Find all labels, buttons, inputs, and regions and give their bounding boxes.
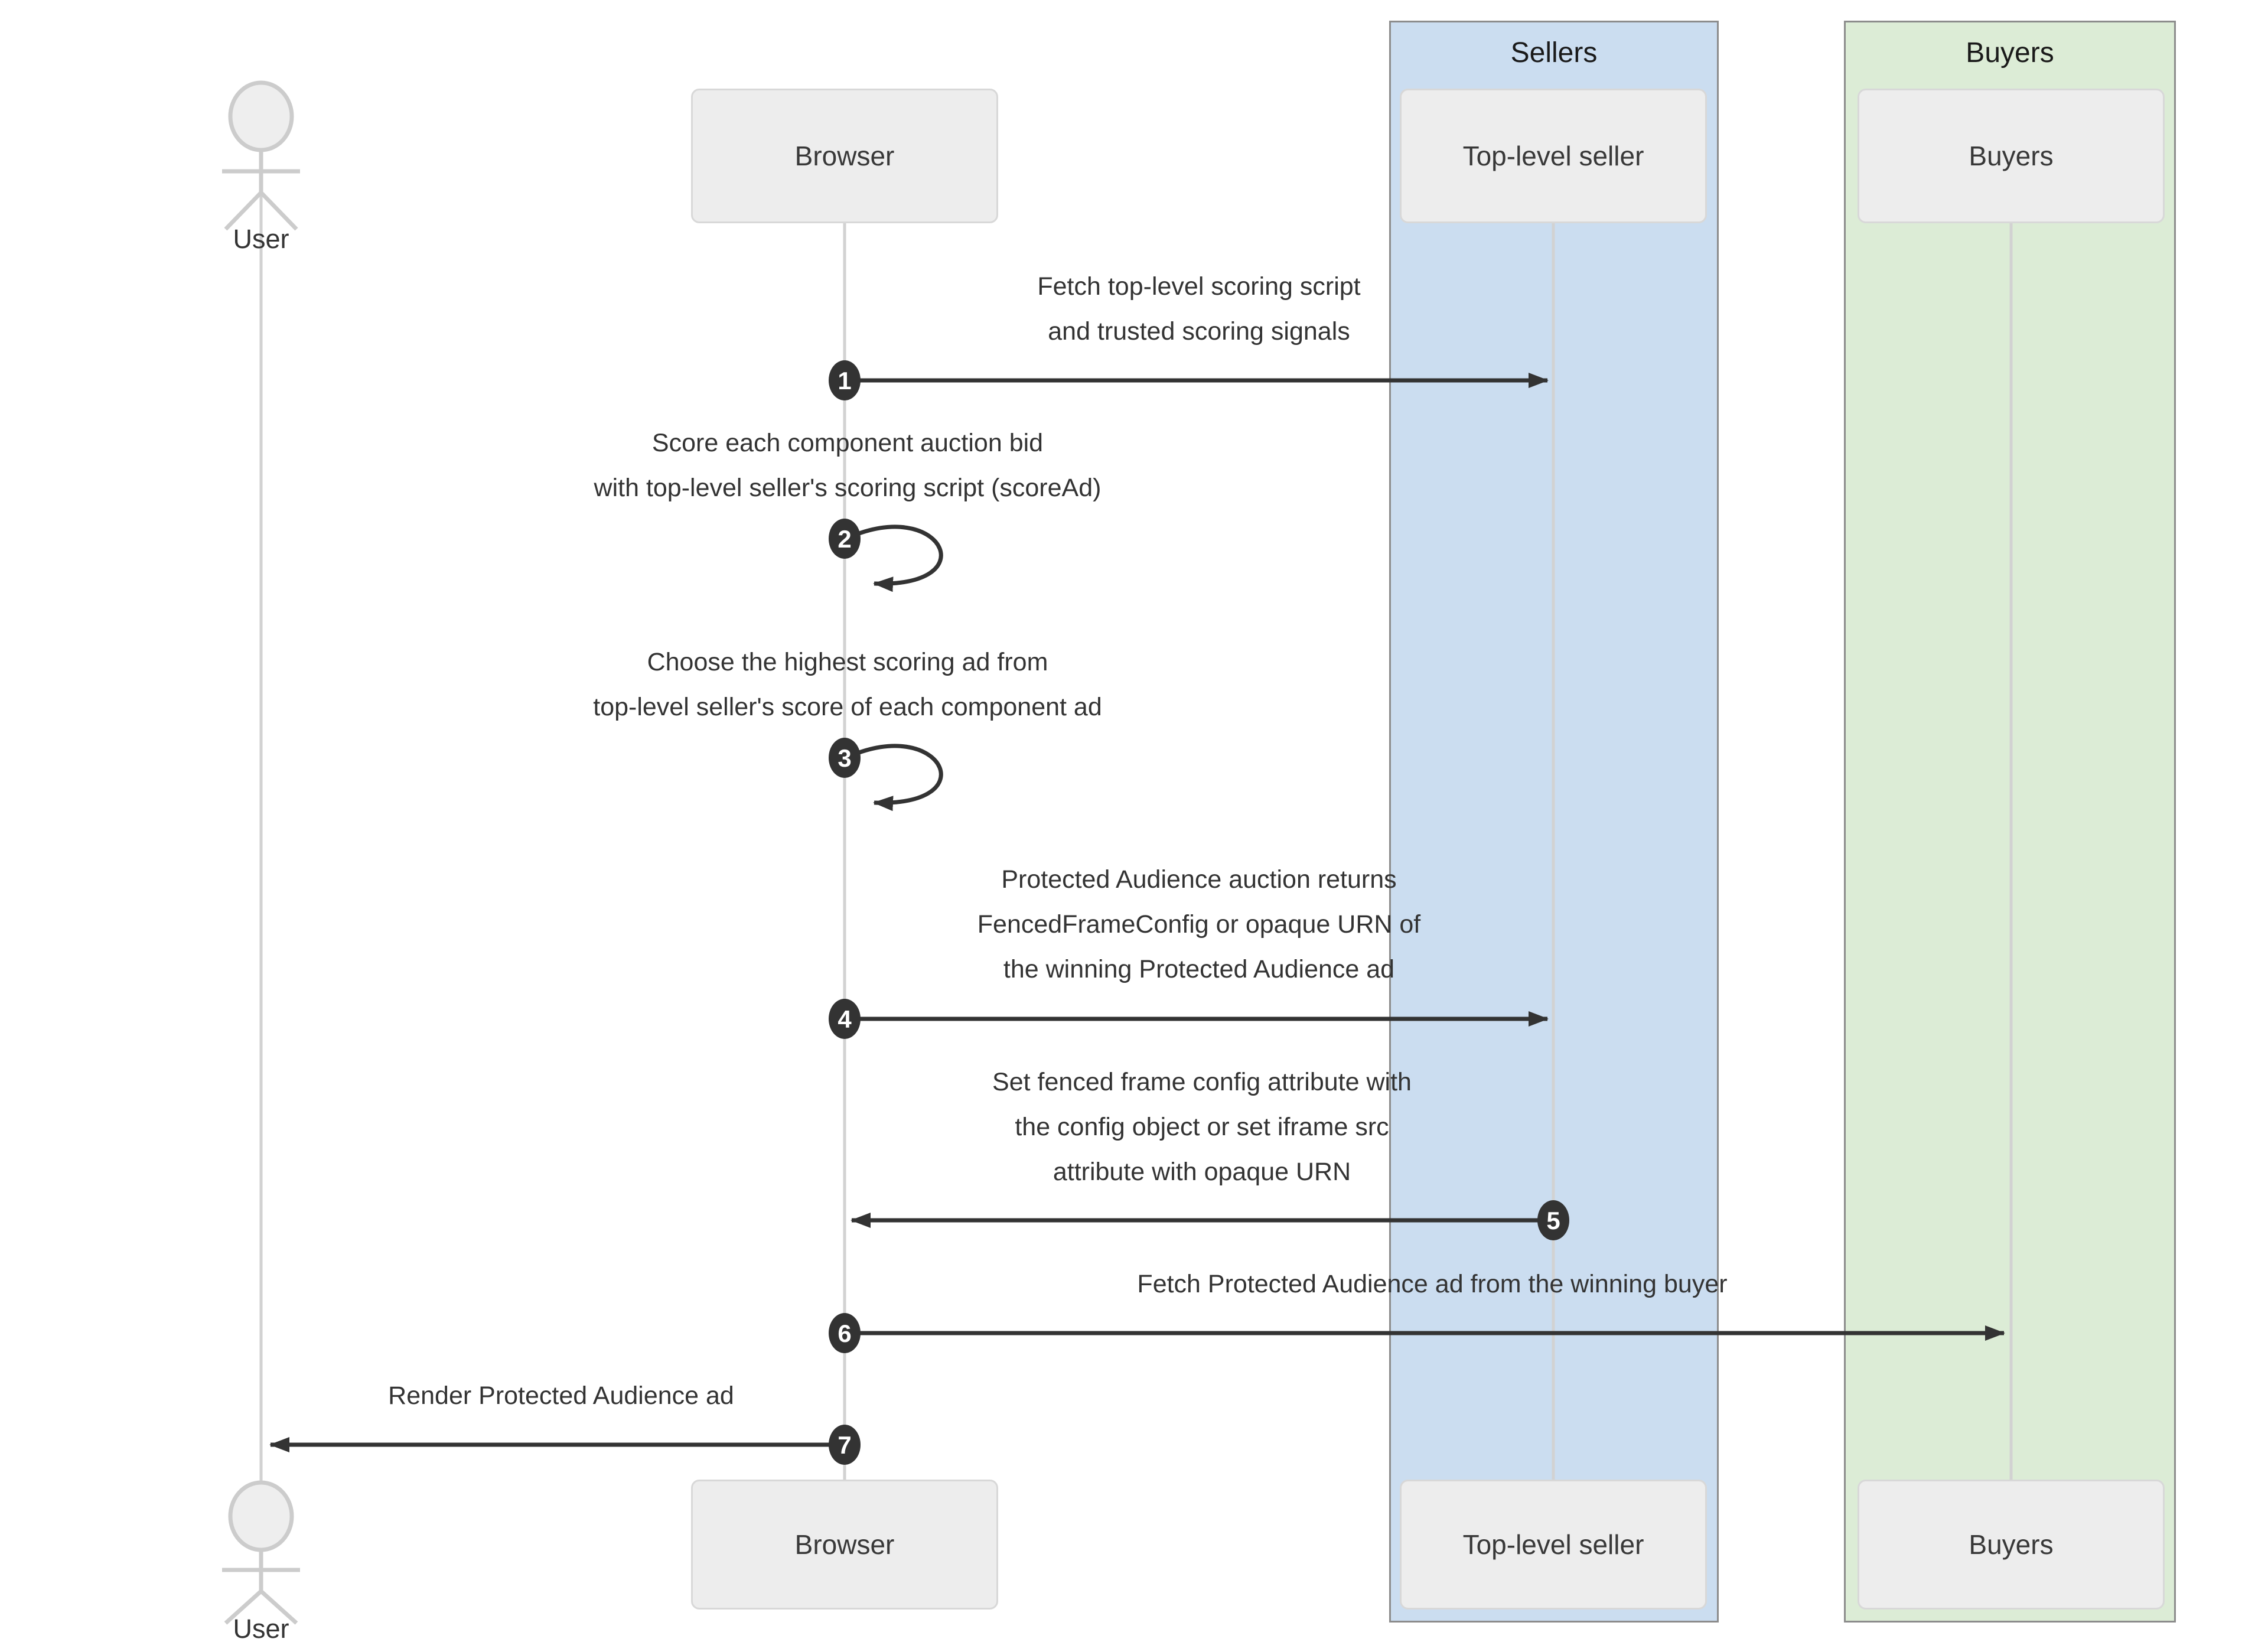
participant-label: Buyers xyxy=(1969,1529,2054,1560)
message-label-4: Protected Audience auction returns Fence… xyxy=(977,865,1421,983)
participant-label: Buyers xyxy=(1969,141,2054,171)
message-label-1: Fetch top-level scoring script and trust… xyxy=(1037,272,1361,346)
seq-badge-7: 7 xyxy=(829,1425,861,1465)
participant-label: Top-level seller xyxy=(1462,141,1644,171)
participant-box-buyers-top: Buyers xyxy=(1858,89,2165,223)
svg-text:5: 5 xyxy=(1546,1207,1560,1234)
buyers-group-title: Buyers xyxy=(1966,37,2054,69)
seq-badge-2: 2 xyxy=(829,519,861,559)
participant-box-browser-top: Browser xyxy=(691,89,998,223)
message-self-loop-3 xyxy=(856,744,943,812)
seq-badge-6: 6 xyxy=(829,1313,861,1353)
participant-label: Browser xyxy=(794,1529,895,1560)
user-actor-label-top: User xyxy=(233,224,289,254)
seq-badge-3: 3 xyxy=(829,738,861,778)
participant-box-browser-bottom: Browser xyxy=(691,1480,998,1610)
svg-text:3: 3 xyxy=(838,744,851,772)
message-label-2: Score each component auction bid with to… xyxy=(594,429,1102,502)
message-self-loop-2 xyxy=(856,524,943,592)
svg-text:1: 1 xyxy=(838,367,851,395)
participant-label: Top-level seller xyxy=(1462,1529,1644,1560)
message-label-3: Choose the highest scoring ad from top-l… xyxy=(593,648,1102,721)
user-actor-icon xyxy=(222,80,300,231)
participant-label: Browser xyxy=(794,141,895,171)
svg-text:2: 2 xyxy=(838,525,851,553)
seq-badge-5: 5 xyxy=(1537,1200,1569,1240)
seq-badge-1: 1 xyxy=(829,360,861,400)
lifelines xyxy=(259,152,2013,1484)
sequence-number-badges: 1 2 3 4 5 6 7 xyxy=(829,360,1569,1465)
user-actor-icon-bottom xyxy=(222,1480,300,1625)
participant-box-buyers-bottom: Buyers xyxy=(1858,1480,2165,1610)
svg-text:4: 4 xyxy=(838,1005,852,1033)
message-label-5: Set fenced frame config attribute with t… xyxy=(992,1068,1412,1186)
svg-text:7: 7 xyxy=(838,1431,851,1459)
user-actor-label-bottom: User xyxy=(233,1614,289,1642)
message-label-6: Fetch Protected Audience ad from the win… xyxy=(1137,1270,1728,1298)
sellers-group-title: Sellers xyxy=(1510,37,1598,69)
svg-text:6: 6 xyxy=(838,1320,851,1347)
message-label-7: Render Protected Audience ad xyxy=(388,1382,734,1410)
seq-badge-4: 4 xyxy=(829,999,861,1039)
participant-box-seller-bottom: Top-level seller xyxy=(1400,1480,1707,1610)
participant-box-seller-top: Top-level seller xyxy=(1400,89,1707,223)
